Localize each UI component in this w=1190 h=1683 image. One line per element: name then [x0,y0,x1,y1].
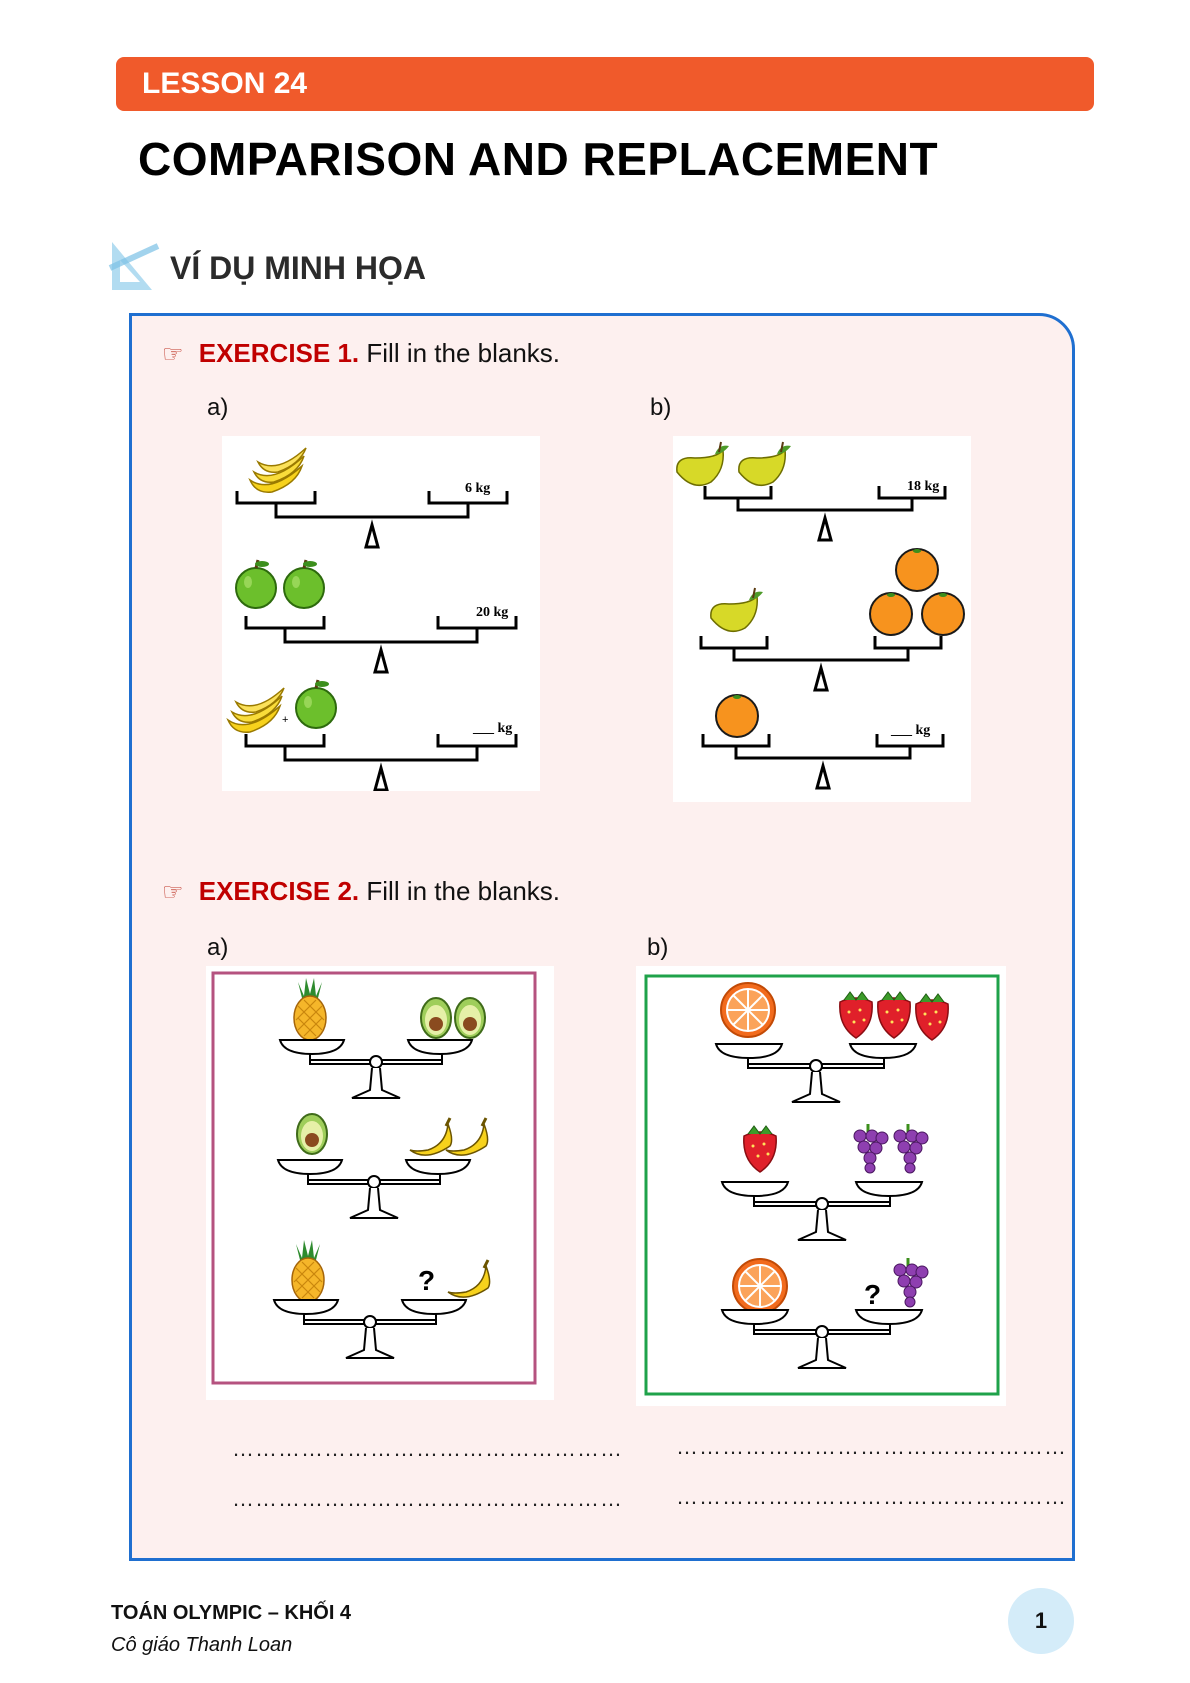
exercise-1-heading: ☞ EXERCISE 1. Fill in the blanks. [162,338,560,369]
footer-course: TOÁN OLYMPIC – KHỐI 4 [111,1602,352,1624]
exercise-1-label: EXERCISE 1. [198,338,360,368]
avocado-icon [296,1113,328,1155]
apple-icon [294,678,338,730]
apple-icon [282,558,326,610]
banana-icon [227,687,285,733]
orange-icon [921,592,965,636]
exercise-2b-border [644,974,1000,1396]
answer-line-2a-1[interactable]: …………………………………………… [232,1436,623,1461]
page-number: 1 [1008,1588,1074,1654]
page-title: COMPARISON AND REPLACEMENT [138,133,939,185]
row1-weight: 6 kg [465,481,490,496]
question-mark: ? [864,1279,881,1310]
row2-weight: 20 kg [476,605,508,620]
exercise-2-instruction: Fill in the blanks. [366,876,561,906]
pointing-hand-icon: ☞ [162,879,184,906]
mango-icon [709,587,764,633]
exercise-1a-figure: 6 kg 20 kg + ___ kg [222,436,540,792]
footer-author: Cô giáo Thanh Loan [111,1634,293,1656]
exercise-2b-figure: ? [636,966,1006,1406]
exercise-1a-label: a) [207,394,229,421]
exercise-2a-label: a) [207,934,229,961]
plus-sign: + [282,714,288,726]
apple-icon [234,558,278,610]
row3-weight-blank[interactable]: ___ kg [472,721,512,736]
orange-icon [895,548,939,592]
orange-slice-icon [720,982,776,1038]
question-mark: ? [418,1265,435,1296]
lesson-banner: LESSON 24 [116,57,1094,111]
orange-icon [869,592,913,636]
section-heading-text: VÍ DỤ MINH HỌA [170,250,426,286]
avocado-icon [454,997,486,1039]
exercise-2-label: EXERCISE 2. [198,876,360,906]
exercise-1b-label: b) [650,394,672,421]
set-square-icon [108,242,160,290]
exercise-2a-figure: ? [206,966,554,1400]
exercise-1b-figure: 18 kg ___ kg [673,436,971,802]
exercise-1-instruction: Fill in the blanks. [366,338,561,368]
orange-slice-icon [732,1258,788,1314]
answer-line-2b-1[interactable]: …………………………………………… [676,1434,1067,1459]
section-heading: VÍ DỤ MINH HỌA [108,238,508,298]
row3-weight-blank[interactable]: ___ kg [890,723,930,738]
mango-icon [675,441,730,487]
answer-line-2b-2[interactable]: …………………………………………… [676,1484,1067,1509]
answer-line-2a-2[interactable]: …………………………………………… [232,1486,623,1511]
orange-icon [715,694,759,738]
banana-icon [249,447,307,493]
exercise-2-heading: ☞ EXERCISE 2. Fill in the blanks. [162,876,560,907]
avocado-icon [420,997,452,1039]
lesson-number: LESSON 24 [142,67,308,100]
mango-icon [737,441,792,487]
row1-weight: 18 kg [907,479,939,494]
pointing-hand-icon: ☞ [162,341,184,368]
exercise-2b-label: b) [647,934,669,961]
